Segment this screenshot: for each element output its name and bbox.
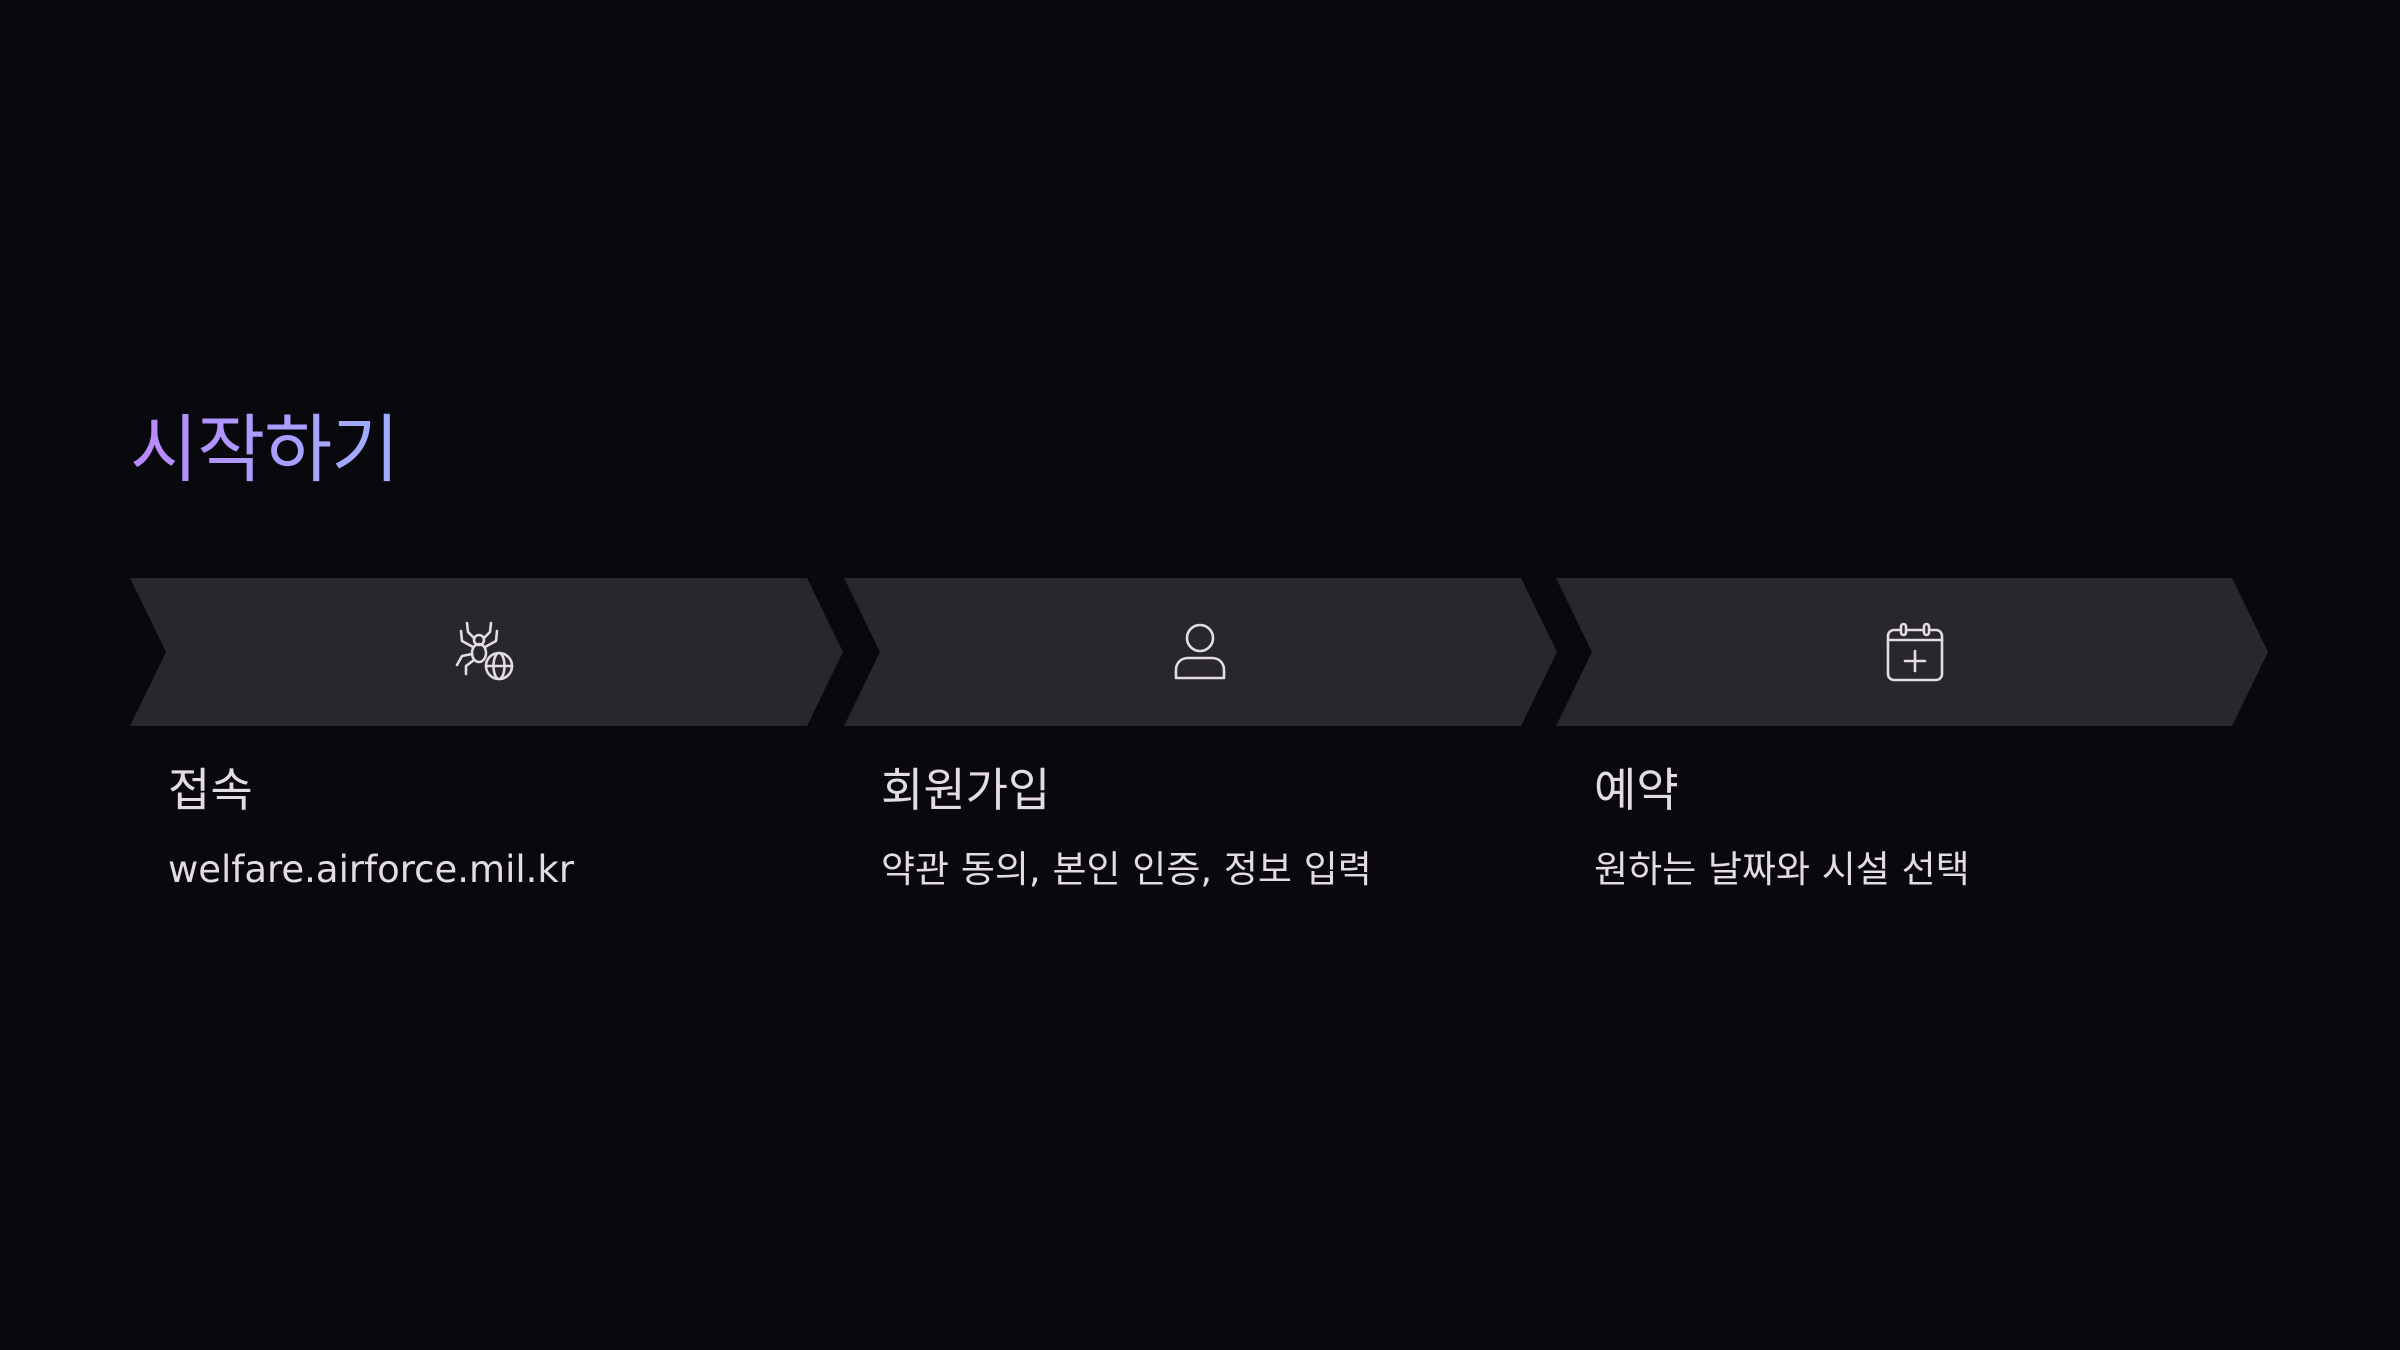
step-1-description: welfare.airforce.mil.kr — [168, 848, 575, 891]
step-3-chevron — [1556, 578, 2270, 726]
chevron-shape — [1556, 578, 2268, 726]
step-2-text: 회원가입 약관 동의, 본인 인증, 정보 입력 — [881, 752, 1372, 902]
user-icon — [1168, 620, 1232, 684]
step-3-description: 원하는 날짜와 시설 선택 — [1594, 848, 1970, 891]
process-flow — [0, 578, 2400, 726]
step-2-chevron — [844, 578, 1558, 726]
page-title: 시작하기 — [130, 400, 399, 500]
step-1-text: 접속 welfare.airforce.mil.kr — [168, 752, 574, 902]
step-2-description: 약관 동의, 본인 인증, 정보 입력 — [881, 848, 1372, 891]
calendar-plus-icon — [1882, 620, 1946, 684]
step-3-text: 예약 원하는 날짜와 시설 선택 — [1594, 752, 1970, 902]
spider-globe-icon — [454, 620, 518, 684]
step-3-heading: 예약 — [1594, 763, 1679, 817]
step-1-heading: 접속 — [168, 763, 253, 817]
step-1-chevron — [130, 578, 844, 726]
step-2-heading: 회원가입 — [881, 763, 1051, 817]
